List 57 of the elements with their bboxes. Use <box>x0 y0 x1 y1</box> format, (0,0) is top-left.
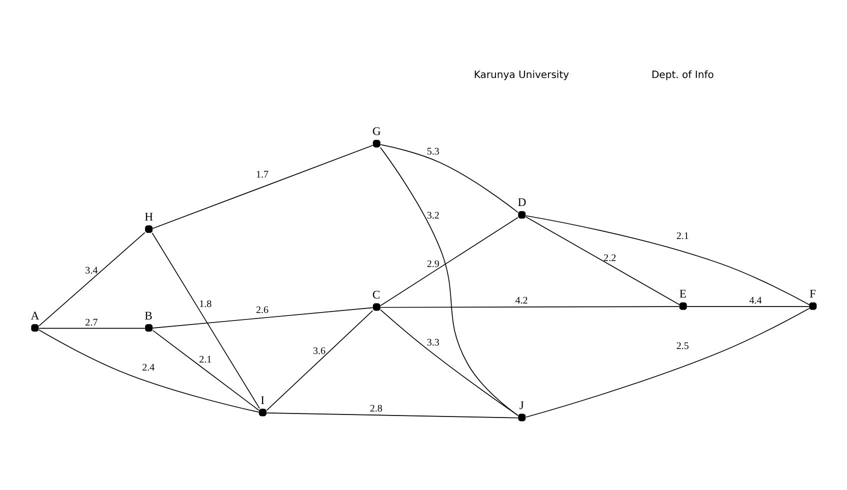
connector <box>686 306 810 307</box>
node-label: D <box>518 196 526 210</box>
label: Karunya University <box>474 70 570 82</box>
node-label: J <box>519 398 524 412</box>
node-label: C <box>372 288 380 302</box>
edge-label: 2.9 <box>426 258 440 270</box>
connector <box>152 232 260 409</box>
connector <box>152 144 374 229</box>
connector <box>380 306 680 308</box>
node-circle <box>372 140 380 148</box>
node-circle <box>145 225 153 233</box>
edge-label: 2.4 <box>142 362 155 374</box>
edge-label: 2.8 <box>370 404 382 415</box>
connector <box>152 307 374 328</box>
connector <box>380 144 518 213</box>
connector <box>38 328 146 329</box>
connector <box>152 330 260 411</box>
node-label: F <box>810 288 816 301</box>
edge-label: 3.3 <box>426 338 440 349</box>
edge-label: 2.6 <box>256 304 269 316</box>
edge-label: 2.1 <box>199 354 212 366</box>
node-circle <box>518 414 526 422</box>
connector <box>380 217 518 306</box>
edge-label: 2.5 <box>676 340 689 352</box>
node-circle <box>679 302 687 310</box>
edge-label: 1.7 <box>256 169 269 180</box>
node-circle <box>518 211 526 219</box>
edge-label: 2.1 <box>676 231 689 242</box>
edge-label: 1.8 <box>199 299 212 310</box>
node-label: B <box>144 309 152 322</box>
connector <box>526 216 680 306</box>
edge-label: 2.7 <box>85 317 98 328</box>
node-label: A <box>30 309 40 322</box>
node-label: E <box>679 288 687 301</box>
node-circle <box>145 324 153 332</box>
node-circle <box>258 408 266 416</box>
edge-label: 3.2 <box>426 210 440 222</box>
edge-label: 5.3 <box>426 146 440 158</box>
connector <box>380 147 518 416</box>
connector <box>38 232 146 326</box>
label: Dept. of Info <box>651 70 714 82</box>
edge-label: 3.4 <box>85 266 98 277</box>
edge-label: 3.6 <box>312 346 326 357</box>
edge-label: 4.4 <box>749 296 762 307</box>
node-label: H <box>144 210 154 224</box>
edge-label: 4.2 <box>515 296 528 307</box>
node-label: G <box>372 125 381 138</box>
connector <box>38 330 260 413</box>
connector <box>526 215 810 306</box>
node-circle <box>809 302 817 310</box>
connector <box>266 310 374 411</box>
edge-label: 2.2 <box>604 252 616 264</box>
node-circle <box>31 324 39 332</box>
connector <box>266 412 518 418</box>
node-label: I <box>260 394 265 407</box>
connector <box>526 308 810 418</box>
node-circle <box>372 303 380 311</box>
